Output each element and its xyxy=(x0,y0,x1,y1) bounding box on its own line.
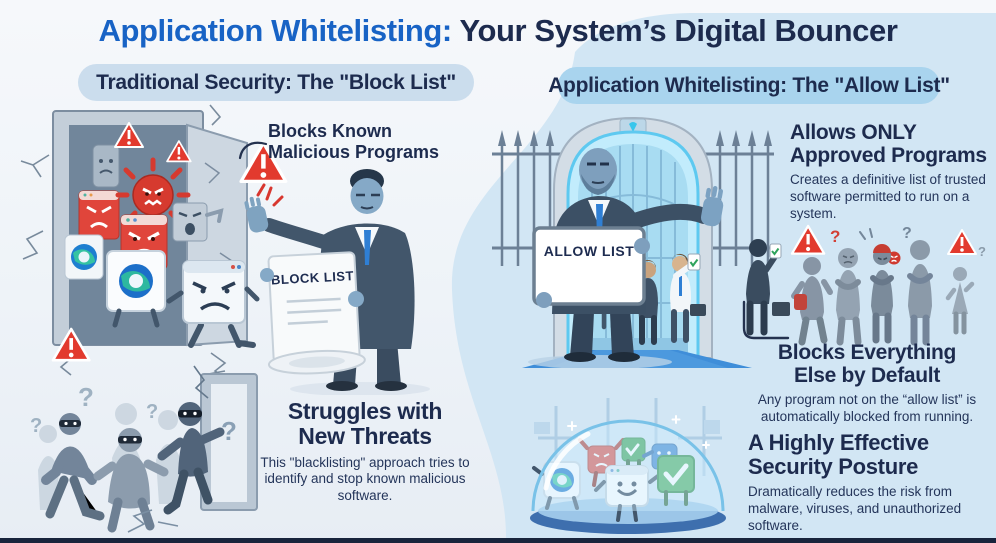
left-panel-header: Traditional Security: The "Block List" xyxy=(78,64,474,101)
running-angry-window-icon xyxy=(166,260,260,348)
sad-phone-icon xyxy=(92,144,120,188)
stop-hand xyxy=(700,185,724,227)
blocks-known-callout: Blocks Known Malicious Programs xyxy=(268,121,439,163)
approved-entering-figure xyxy=(746,239,790,336)
blocked-figure-redcap xyxy=(870,244,894,344)
blocked-figure xyxy=(907,240,933,346)
blocked-figure xyxy=(835,248,862,346)
posture-section: A Highly Effective Security Posture Dram… xyxy=(748,430,990,535)
warning-icons xyxy=(51,122,288,362)
question-mark-icon: ? xyxy=(78,382,94,412)
red-backpack xyxy=(794,294,807,310)
briefcase-icon xyxy=(772,302,790,316)
blocks-section: Blocks Everything Else by Default Any pr… xyxy=(742,341,992,426)
allow-list-label: ALLOW LIST xyxy=(544,243,635,259)
masked-thieves xyxy=(41,402,225,533)
posture-heading-line1: A Highly Effective xyxy=(748,430,929,455)
bottom-border-bar xyxy=(0,538,996,543)
struggles-heading-line1: Struggles with xyxy=(287,398,443,424)
beard-shadow xyxy=(581,174,615,195)
block-list-scroll: BLOCK LIST xyxy=(267,251,366,375)
shocked-gray-square-icon xyxy=(172,202,224,242)
blocks-heading-line1: Blocks Everything xyxy=(777,341,957,364)
red-cap xyxy=(873,244,891,253)
allowlist-bouncer: ALLOW LIST xyxy=(528,148,724,368)
warning-icon xyxy=(790,224,826,255)
happy-browser-icon xyxy=(594,465,660,522)
blocks-heading-line2: Else by Default xyxy=(793,364,941,388)
struggles-body: This "blacklisting" approach tries to id… xyxy=(260,454,470,504)
annoyance-marks xyxy=(859,228,873,240)
sparkles xyxy=(567,415,710,449)
dome-shine xyxy=(543,431,591,491)
blocklist-illustration: BLOCK LIST xyxy=(20,104,430,395)
warning-icon xyxy=(114,122,144,148)
thief-figure xyxy=(41,413,105,521)
stop-arm xyxy=(630,203,712,228)
question-mark-icon: ? xyxy=(902,225,912,242)
block-list-label: BLOCK LIST xyxy=(271,268,355,287)
blocked-figure xyxy=(791,257,833,346)
question-mark-icon: ? xyxy=(830,227,840,246)
title-rest: Your System’s Digital Bouncer xyxy=(451,13,898,48)
question-mark-icon: ? xyxy=(146,401,158,423)
blocked-queue-illustration: ? ? ? xyxy=(746,224,986,346)
right-panel-header: Application Whitelisting: The "Allow Lis… xyxy=(548,67,950,104)
new-threats-illustration: ? ? ? ? xyxy=(30,365,258,533)
warning-icon xyxy=(166,140,192,163)
impact-marks xyxy=(256,183,284,207)
edge-browser-icon-small xyxy=(64,234,104,280)
title-highlight: Application Whitelisting: xyxy=(98,13,452,48)
allows-heading-line2: Approved Programs xyxy=(790,144,987,168)
allows-section: Allows ONLY Approved Programs Creates a … xyxy=(790,121,990,223)
callout-line1: Blocks Known xyxy=(268,121,393,141)
allow-list-sign: ALLOW LIST xyxy=(532,226,646,306)
thief-figure xyxy=(93,428,169,533)
struggles-heading-line2: New Threats xyxy=(298,423,432,450)
floor-cracks xyxy=(127,509,179,533)
edge-browser-icon-large xyxy=(106,250,166,328)
blocks-connector-line xyxy=(742,300,790,340)
question-mark-icon: ? xyxy=(221,416,237,446)
malicious-programs-mob xyxy=(64,144,260,348)
allows-heading-line1: Allows ONLY xyxy=(790,121,917,144)
security-dome-illustration xyxy=(530,398,726,534)
blocks-body: Any program not on the “allow list” is a… xyxy=(757,392,977,425)
question-marks: ? ? ? xyxy=(30,382,158,437)
posture-heading-line2: Security Posture xyxy=(748,454,919,480)
callout-line2: Malicious Programs xyxy=(268,142,440,163)
blocked-figure-small xyxy=(945,267,975,335)
glass-dome xyxy=(531,419,725,512)
callout-connector-line xyxy=(238,141,268,160)
allows-body: Creates a definitive list of trusted sof… xyxy=(790,172,986,221)
allowlist-illustration: ALLOW LIST xyxy=(492,116,774,368)
warning-icon xyxy=(947,229,977,255)
back-doorway: ? xyxy=(193,365,258,511)
angry-red-window-icon xyxy=(78,190,120,240)
warning-icon xyxy=(51,327,91,362)
green-check-box-icon xyxy=(657,455,695,506)
question-mark-icon: ? xyxy=(30,415,42,437)
question-mark-icon: ? xyxy=(978,244,986,259)
warning-icon xyxy=(239,141,288,184)
thief-figure-lead xyxy=(157,402,225,515)
stop-arm xyxy=(262,218,334,250)
bouncer-shadow xyxy=(290,382,430,395)
blocklist-bouncer: BLOCK LIST xyxy=(244,169,430,395)
briefcase-icon xyxy=(690,304,706,316)
fence-spear-tips xyxy=(498,130,772,146)
page-title: Application Whitelisting: Your System’s … xyxy=(0,13,996,49)
posture-body: Dramatically reduces the risk from malwa… xyxy=(748,484,962,534)
struggles-section: Struggles with New Threats This "blackli… xyxy=(256,398,474,505)
clipboard-check-icon xyxy=(769,243,782,259)
businessman-figure-2 xyxy=(670,253,706,343)
clipboard-check-icon xyxy=(687,253,701,271)
stop-hand xyxy=(244,196,269,233)
protected-app-icons xyxy=(532,437,695,522)
